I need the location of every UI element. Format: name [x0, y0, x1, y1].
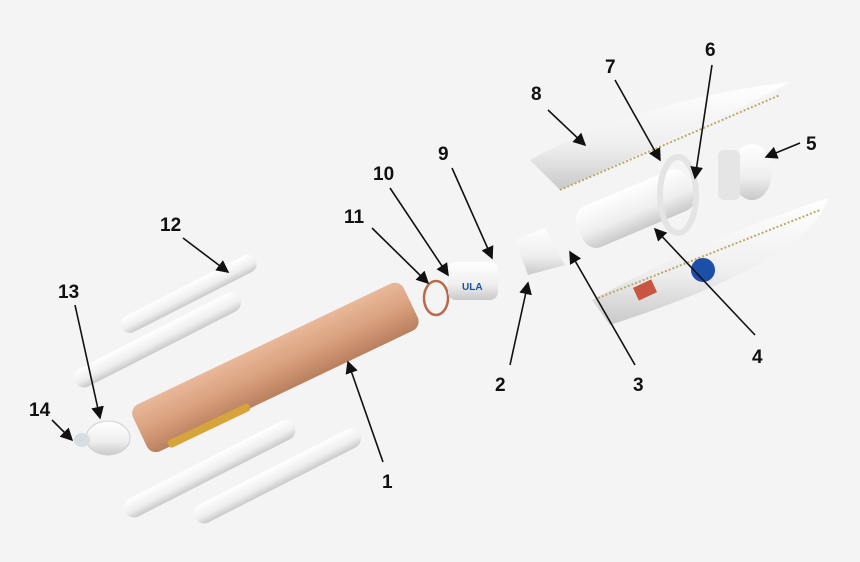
callout-label-2: 2 [495, 375, 506, 396]
solid-rocket-booster [73, 292, 241, 388]
centaur-forward-adapter [515, 228, 565, 275]
callout-label-13: 13 [58, 282, 79, 303]
callout-label-11: 11 [344, 207, 365, 228]
svg-text:ULA: ULA [462, 282, 483, 293]
callout-label-14: 14 [29, 400, 51, 421]
callout-label-3: 3 [633, 375, 644, 396]
solid-rocket-booster [193, 428, 361, 524]
callout-label-5: 5 [806, 134, 817, 155]
callout-arrows [51, 64, 801, 463]
callout-label-1: 1 [382, 472, 393, 493]
separation-ring [422, 279, 450, 317]
callout-label-10: 10 [373, 164, 394, 185]
solid-rocket-booster [123, 420, 296, 518]
callout-label-9: 9 [438, 144, 449, 165]
spacecraft-payload [718, 144, 772, 200]
nasa-logo [691, 258, 715, 282]
us-flag [632, 279, 658, 301]
payload-fairing-half [592, 198, 828, 325]
payload-ring [657, 154, 699, 236]
callout-label-7: 7 [605, 57, 616, 78]
callout-label-8: 8 [531, 84, 542, 105]
callout-label-6: 6 [705, 40, 716, 61]
payload-fairing-half [530, 82, 790, 191]
aft-skirt [74, 420, 131, 456]
core-stage [132, 282, 419, 453]
centaur-upper-stage [575, 169, 695, 248]
callout-label-12: 12 [160, 215, 181, 236]
callout-label-4: 4 [752, 347, 763, 368]
centaur-interstage-adapter: ULA [448, 262, 498, 300]
solid-rocket-booster [121, 254, 257, 333]
